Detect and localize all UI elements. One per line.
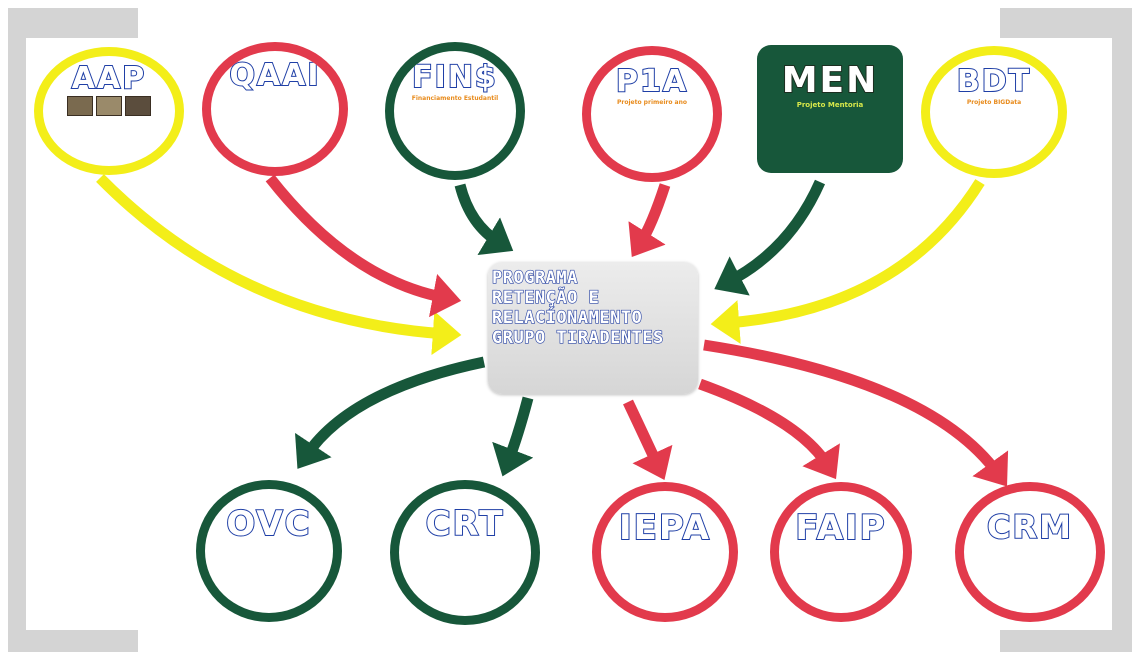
photo-image xyxy=(125,96,151,116)
node-crt-title: CRT xyxy=(425,504,505,544)
node-p1a-title: P1A xyxy=(615,64,689,99)
node-p1a[interactable]: P1A Projeto primeiro ano xyxy=(582,46,722,182)
node-qaai-title: QAAI xyxy=(228,58,321,93)
node-bdt-subtitle: Projeto BIGData xyxy=(966,99,1022,106)
node-faip-title: FAIP xyxy=(794,508,887,548)
node-ovc[interactable]: OVC xyxy=(196,480,342,622)
node-crt[interactable]: CRT xyxy=(390,480,540,625)
center-title-line-4: GRUPO TIRADENTES xyxy=(491,327,664,348)
node-aap[interactable]: AAP xyxy=(34,47,184,175)
node-bdt[interactable]: BDT Projeto BIGData xyxy=(921,46,1067,178)
center-title-line-3: RELACÍONAMENTO xyxy=(491,307,643,328)
photo-image xyxy=(96,96,122,116)
node-ovc-title: OVC xyxy=(225,504,312,544)
node-p1a-subtitle: Projeto primeiro ano xyxy=(617,99,687,106)
arrow-center-to-faip xyxy=(698,378,840,480)
node-faip[interactable]: FAIP xyxy=(770,482,912,622)
frame-bottom-left xyxy=(8,630,138,652)
arrow-center-to-crm xyxy=(703,339,1009,487)
frame-right xyxy=(1112,8,1132,652)
node-iepa-title: IEPA xyxy=(618,508,711,548)
frame-top-right xyxy=(1000,8,1132,38)
arrow-center-to-ovc xyxy=(295,356,486,469)
node-bdt-title: BDT xyxy=(956,64,1032,99)
node-qaai[interactable]: QAAI xyxy=(202,42,348,176)
node-crm-title: CRM xyxy=(986,508,1073,546)
arrow-p1a-to-center xyxy=(628,183,671,258)
node-fins-title: FIN$ xyxy=(411,60,498,95)
frame-left xyxy=(8,8,26,652)
arrow-center-to-iepa xyxy=(623,399,673,480)
node-men-subtitle: Projeto Mentoria xyxy=(796,101,864,109)
arrow-center-to-crt xyxy=(492,396,534,477)
node-aap-photos xyxy=(43,96,175,116)
frame-bottom-right xyxy=(1000,630,1132,652)
node-fins-subtitle: Financiamento Estudantil xyxy=(411,95,499,102)
node-fins[interactable]: FIN$ Financiamento Estudantil xyxy=(385,42,525,180)
node-men-title: MEN xyxy=(781,60,879,101)
arrow-qaai-to-center xyxy=(265,174,462,318)
arrow-bdt-to-center xyxy=(710,179,985,344)
arrow-men-to-center xyxy=(714,179,826,296)
node-crm[interactable]: CRM xyxy=(955,482,1105,622)
center-title-line-1: PROGRAMA xyxy=(491,267,578,288)
arrow-fins-to-center xyxy=(454,183,514,256)
photo-image xyxy=(67,96,93,116)
center-title-line-2: RETENÇÃO E xyxy=(491,287,600,308)
arrow-aap-to-center xyxy=(96,174,462,356)
center-program-box[interactable]: PROGRAMA RETENÇÃO E RELACÍONAMENTO GRUPO… xyxy=(488,262,698,394)
node-iepa[interactable]: IEPA xyxy=(592,482,738,622)
frame-top-left xyxy=(8,8,138,38)
node-men[interactable]: MEN Projeto Mentoria xyxy=(757,45,903,173)
node-aap-title: AAP xyxy=(71,61,147,96)
